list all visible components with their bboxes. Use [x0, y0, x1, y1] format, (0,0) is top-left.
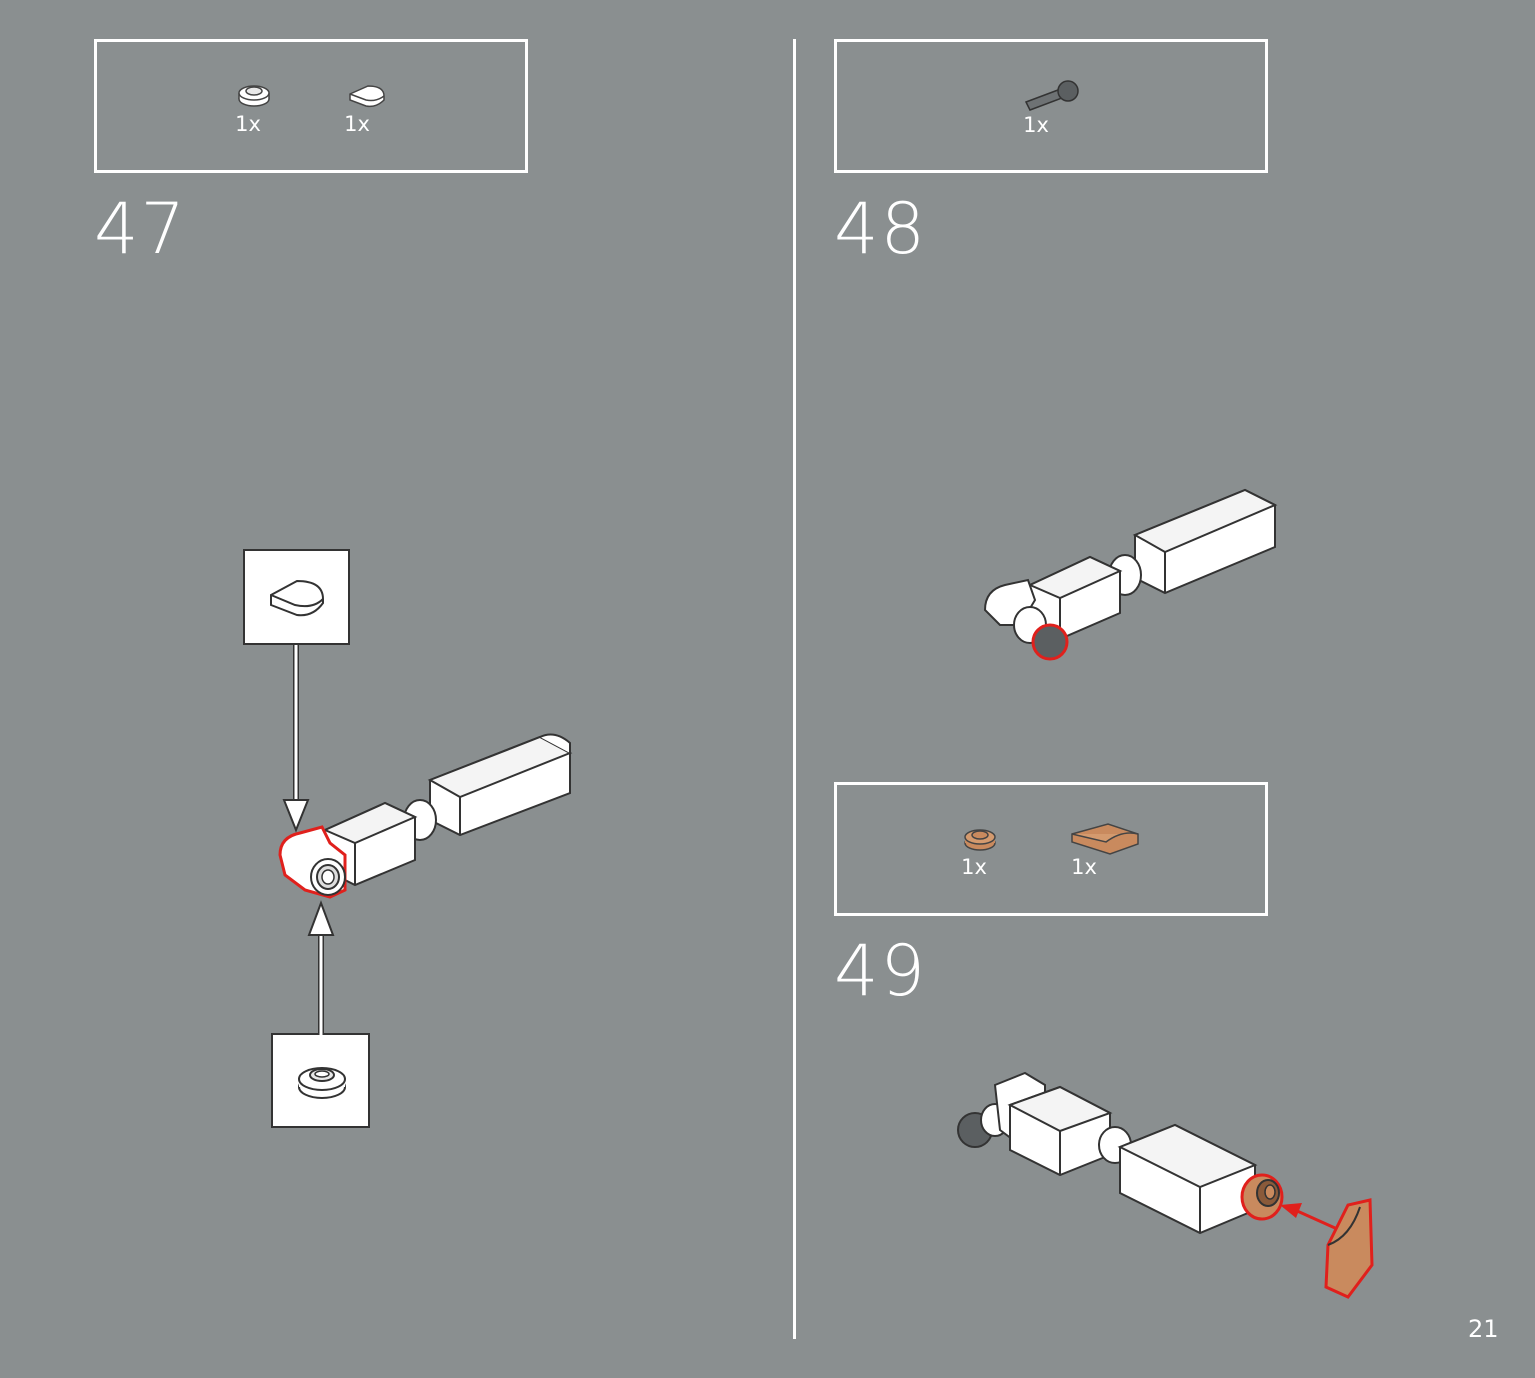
parts-list-step-48 — [834, 39, 1268, 173]
assembly-step-47 — [278, 733, 573, 899]
page-number: 21 — [1468, 1315, 1499, 1343]
part-qty: 1x — [235, 112, 261, 136]
insertion-arrow-down — [282, 645, 310, 833]
tile-round-half-icon — [349, 85, 385, 108]
part-qty: 1x — [1023, 113, 1049, 137]
part-qty: 1x — [961, 855, 987, 879]
part-qty: 1x — [344, 112, 370, 136]
assembly-step-49 — [957, 1071, 1374, 1299]
step-number-49: 49 — [834, 930, 928, 1012]
step-number-47: 47 — [94, 188, 188, 270]
round-plate-1x1-icon — [238, 85, 270, 107]
tile-round-half-icon — [270, 579, 324, 617]
callout-tile-round-half — [243, 549, 350, 645]
ball-joint-pin-icon — [1024, 80, 1079, 111]
parts-list-step-49 — [834, 782, 1268, 916]
assembly-step-48 — [983, 488, 1278, 661]
parts-list-step-47 — [94, 39, 528, 173]
curved-slope-tan-icon — [1071, 823, 1139, 855]
insertion-arrow-up — [307, 900, 335, 1035]
step-number-48: 48 — [834, 188, 928, 270]
page-divider — [793, 39, 796, 1339]
callout-round-plate — [271, 1033, 370, 1128]
part-qty: 1x — [1071, 855, 1097, 879]
round-plate-1x1-icon — [298, 1067, 346, 1099]
round-plate-1x1-tan-icon — [964, 829, 996, 851]
